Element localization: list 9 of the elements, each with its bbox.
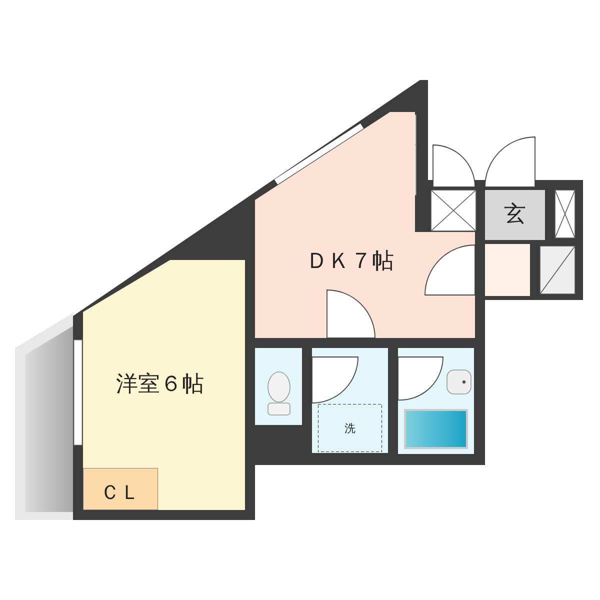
room-area — [83, 260, 245, 510]
room-label: 洗 — [344, 422, 356, 436]
room-label: 玄 — [504, 202, 526, 228]
closet-area — [83, 468, 158, 510]
washer-space — [318, 404, 382, 452]
room-label: ＣＬ — [100, 481, 140, 503]
room-label: 洋室６帖 — [116, 372, 204, 398]
entrance-area — [485, 190, 545, 240]
room-label: ＤＫ７帖 — [306, 250, 394, 274]
